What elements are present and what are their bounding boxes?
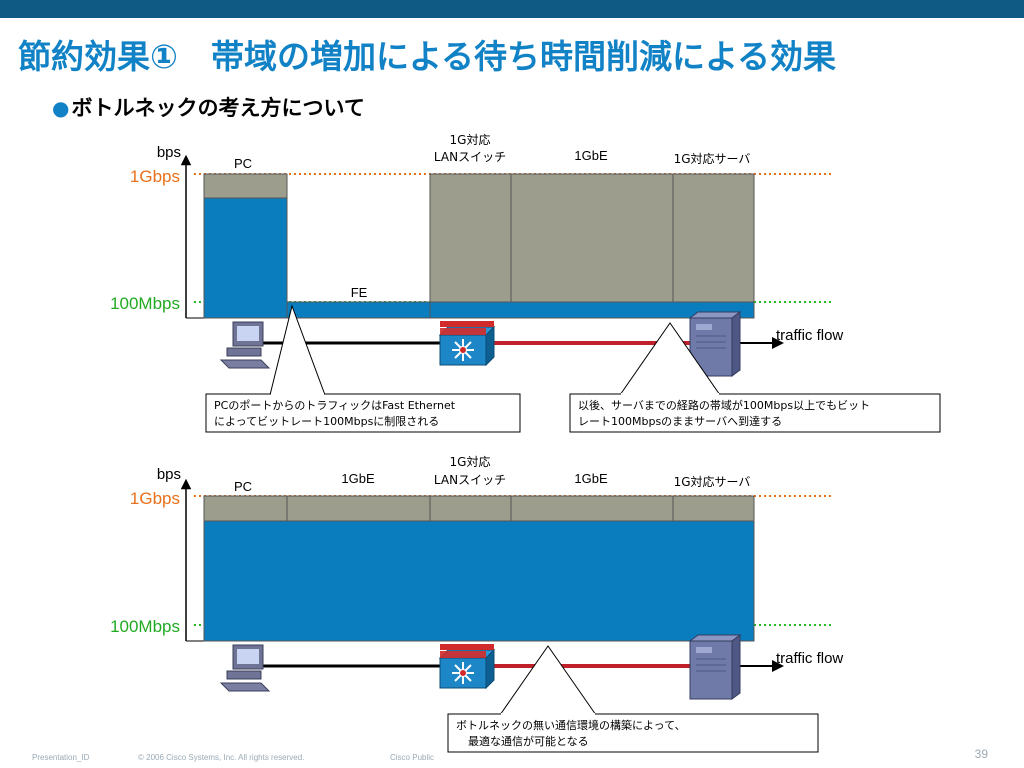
footer-presentation-id: Presentation_ID (32, 753, 90, 762)
pc-traffic-block-1 (203, 197, 288, 319)
panel-1: bps 1Gbps 100Mbps PC FE 1G対応 LANスイッチ 1Gb… (110, 133, 941, 433)
callout-pointer-bottom (499, 645, 597, 716)
switch-capacity-block-1 (429, 173, 512, 303)
footer-copyright: © 2006 Cisco Systems, Inc. All rights re… (138, 753, 305, 762)
bullet-text: ボトルネックの考え方について (71, 96, 365, 120)
page-number: 39 (974, 747, 988, 761)
slide-title: 節約効果① 帯域の増加による待ち時間削減による効果 (18, 37, 836, 76)
server-label-2: 1G対応サーバ (674, 475, 751, 489)
traffic-flow-label-1: traffic flow (776, 327, 843, 344)
y-axis-label-2: bps (157, 466, 181, 483)
pc-label-2: PC (234, 479, 252, 494)
lan-switch-icon-1 (439, 320, 495, 366)
callout-right-line1: 以後、サーバまでの経路の帯域が100Mbps以上でもビット (578, 398, 870, 412)
traffic-flow-arrowhead-1 (772, 337, 784, 349)
level-100mbps-label-1: 100Mbps (110, 294, 180, 313)
callout-right-line2: レート100Mbpsのままサーバへ到達する (578, 415, 782, 428)
traffic-flow-arrowhead-2 (772, 660, 784, 672)
server-label-1: 1G対応サーバ (674, 152, 751, 166)
callout-left-line2: によってビットレート100Mbpsに制限される (214, 415, 439, 428)
panel-2: bps 1Gbps 100Mbps PC 1GbE 1G対応 LANスイッチ 1… (110, 455, 843, 753)
level-100mbps-label-2: 100Mbps (110, 617, 180, 636)
bullet-heading: ●ボトルネックの考え方について (52, 92, 365, 122)
level-1gbps-label-1: 1Gbps (130, 167, 180, 186)
gbe-left-label-2: 1GbE (341, 471, 375, 486)
switch-label-line2-1: LANスイッチ (434, 150, 506, 164)
gbe-left-capacity-block-2 (286, 495, 431, 522)
full-path-traffic-block-2 (203, 520, 755, 642)
gbe-right-capacity-block-2 (510, 495, 674, 522)
gbe-capacity-block-1 (510, 173, 674, 303)
callout-bottom-line1: ボトルネックの無い通信環境の構築によって、 (456, 718, 686, 732)
pc-icon-2 (220, 644, 270, 692)
traffic-flow-label-2: traffic flow (776, 650, 843, 667)
callout-left-line1: PCのポートからのトラフィックはFast Ethernet (214, 399, 456, 412)
fe-traffic-block (286, 301, 431, 319)
pc-capacity-block-2 (203, 495, 288, 522)
callout-pointer-left (269, 304, 326, 396)
switch-label-line1-2: 1G対応 (450, 455, 491, 469)
level-1gbps-label-2: 1Gbps (130, 489, 180, 508)
y-axis-label-1: bps (157, 144, 181, 161)
callout-box-bottom (447, 713, 819, 753)
pc-label-1: PC (234, 156, 252, 171)
switch-label-line2-2: LANスイッチ (434, 473, 506, 487)
callout-pointer-right (619, 322, 721, 396)
footer-classification: Cisco Public (390, 753, 435, 762)
callout-bottom-line2: 最適な通信が可能となる (468, 734, 589, 748)
pc-capacity-block-1 (203, 173, 288, 199)
fe-label: FE (351, 285, 368, 300)
gbe-label-1: 1GbE (574, 148, 608, 163)
switch-label-line1-1: 1G対応 (450, 133, 491, 147)
bullet-dot-icon: ● (52, 96, 70, 120)
callout-box-left (205, 393, 521, 433)
gbe-right-label-2: 1GbE (574, 471, 608, 486)
path-traffic-block-1 (429, 301, 755, 319)
top-bar (0, 0, 1024, 18)
pc-icon-1 (220, 321, 270, 369)
server-capacity-block-2 (672, 495, 755, 522)
lan-switch-icon-2 (439, 643, 495, 689)
callout-box-right (569, 393, 941, 433)
server-icon-2 (689, 634, 741, 700)
server-capacity-block-1 (672, 173, 755, 303)
switch-capacity-block-2 (429, 495, 512, 522)
